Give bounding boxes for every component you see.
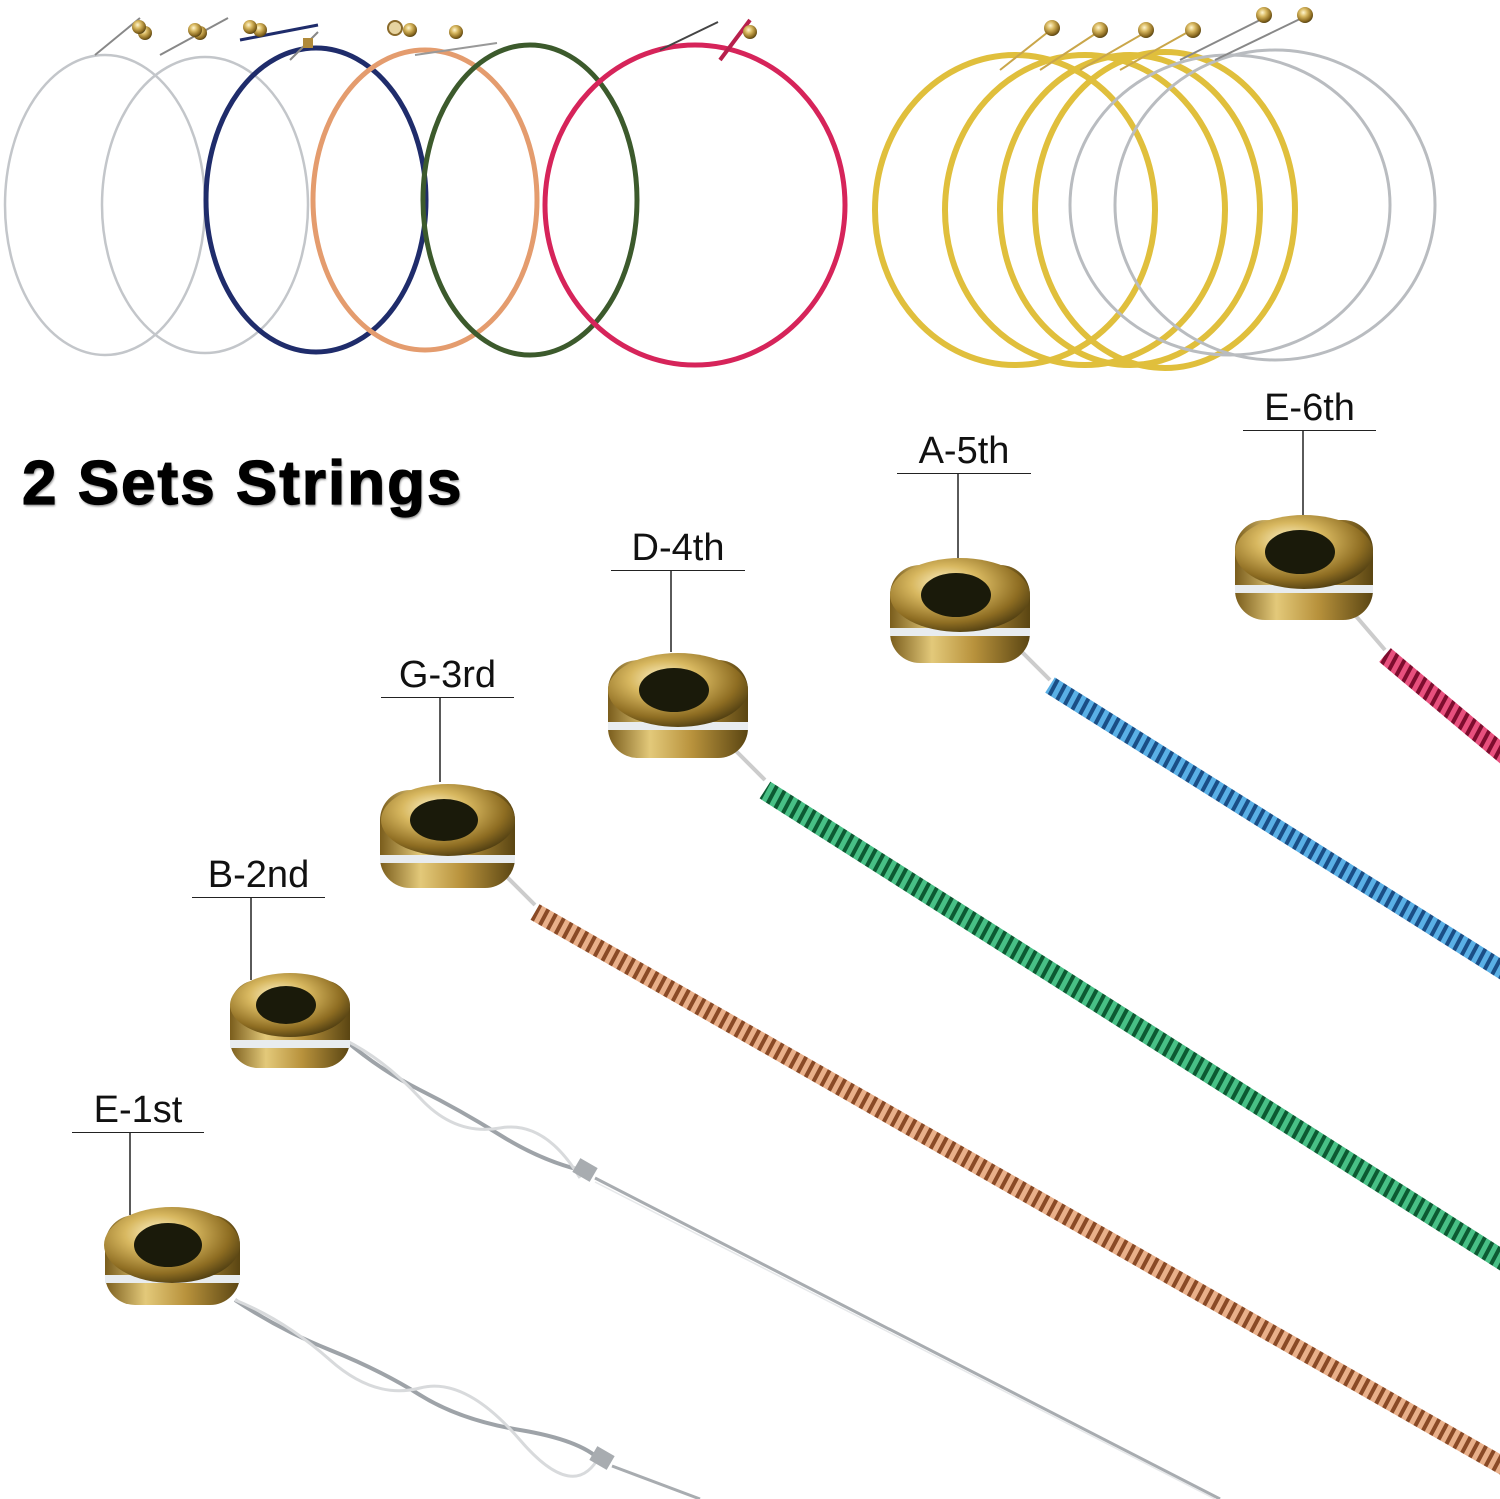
label-d4th: D-4th (611, 528, 745, 571)
label-g3rd: G-3rd (381, 655, 514, 698)
leader-lines (129, 430, 1304, 1215)
headline: 2 Sets Strings (21, 448, 464, 518)
gold-set-beads (1044, 7, 1313, 38)
label-b2nd: B-2nd (192, 855, 325, 898)
string-e1 (233, 1298, 701, 1499)
label-e6th-text: E-6th (1264, 387, 1355, 429)
gold-set-coils (872, 17, 1437, 371)
label-e1st-text: E-1st (93, 1089, 183, 1131)
label-a5th-rule (897, 473, 1031, 474)
bead-e6 (1235, 515, 1373, 620)
label-g3rd-text: G-3rd (398, 654, 497, 696)
label-e6th: E-6th (1243, 388, 1376, 431)
label-b2nd-rule (192, 897, 325, 898)
label-e6th-rule (1243, 430, 1376, 431)
label-d4th-rule (611, 570, 745, 571)
colored-set-beads-top (132, 20, 757, 39)
bead-a5 (890, 558, 1030, 663)
bead-e1 (104, 1207, 240, 1305)
label-e1st: E-1st (72, 1090, 204, 1133)
string-b2 (343, 1038, 1221, 1499)
label-b2nd-text: B-2nd (207, 854, 310, 896)
label-g3rd-rule (381, 697, 514, 698)
bead-g3 (380, 784, 515, 888)
bead-d4 (608, 653, 748, 758)
string-d4 (723, 738, 1500, 1271)
colored-set-coils (3, 17, 848, 368)
label-e1st-rule (72, 1132, 204, 1133)
label-a5th: A-5th (897, 431, 1031, 474)
label-d4th-text: D-4th (631, 527, 725, 569)
string-e6 (1353, 613, 1500, 764)
bead-b2 (230, 973, 350, 1068)
label-a5th-text: A-5th (918, 430, 1010, 472)
